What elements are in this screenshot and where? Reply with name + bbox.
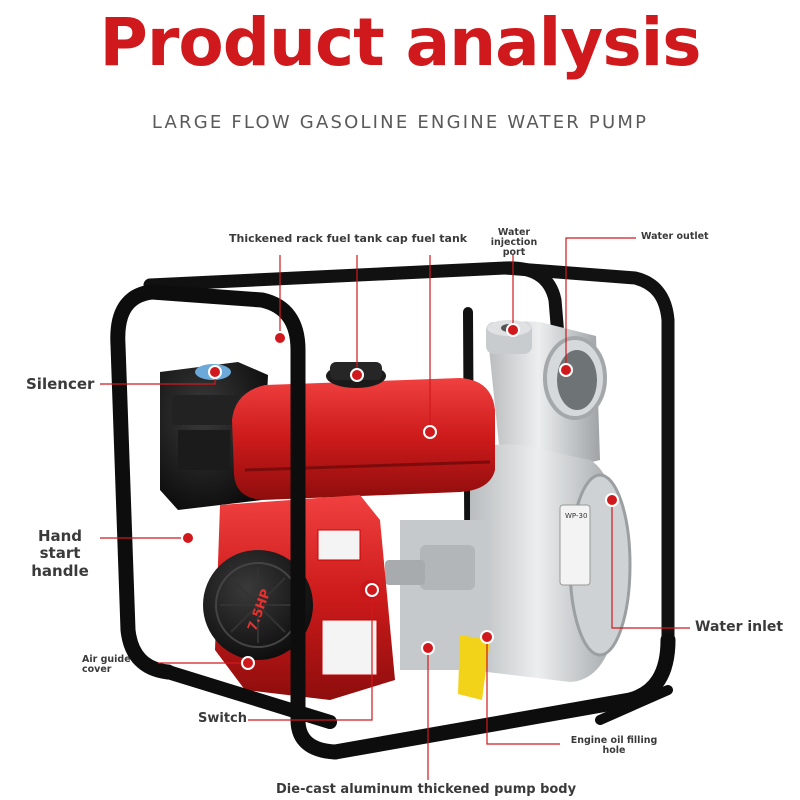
frame-front [110,284,676,760]
callout-fuel-tank: Thickened rack fuel tank cap fuel tank [229,232,468,245]
callout-dot [273,331,287,345]
callout-dot [208,365,222,379]
model-plate-text: WP-30 [565,512,587,520]
callout-dot [559,363,573,377]
callout-water-outlet: Water outlet [641,231,709,242]
page-title: Product analysis [99,4,701,81]
callout-lines [100,237,690,780]
callout-line-engine-oil [486,637,560,745]
callout-dot [181,531,195,545]
fuel-tank [232,362,495,500]
callout-dot [241,656,255,670]
callout-line-switch [248,590,373,721]
pump-body: WP-30 [385,320,632,682]
callout-dot [421,641,435,655]
callout-engine-oil-filling-hole: Engine oil filling hole [570,735,658,757]
page-subtitle: LARGE FLOW GASOLINE ENGINE WATER PUMP [151,112,649,133]
callout-line-water-inlet [611,500,690,629]
callout-silencer: Silencer [26,375,95,393]
callout-line-water-outlet [565,237,636,370]
callout-dot [423,425,437,439]
callout-switch: Switch [198,711,248,726]
callout-dot [605,493,619,507]
callout-water-inlet: Water inlet [695,619,784,635]
callout-dots [181,323,619,670]
callout-water-injection-port: Water injection port [490,227,538,258]
callout-pump-body: Die-cast aluminum thickened pump body [276,782,577,797]
callout-dot [365,583,379,597]
callout-dot [506,323,520,337]
callout-dot [480,630,494,644]
callout-dot [350,368,364,382]
callout-air-guide-cover: Air guide cover [82,654,131,676]
callout-hand-start-handle: Hand start handle [31,527,89,580]
